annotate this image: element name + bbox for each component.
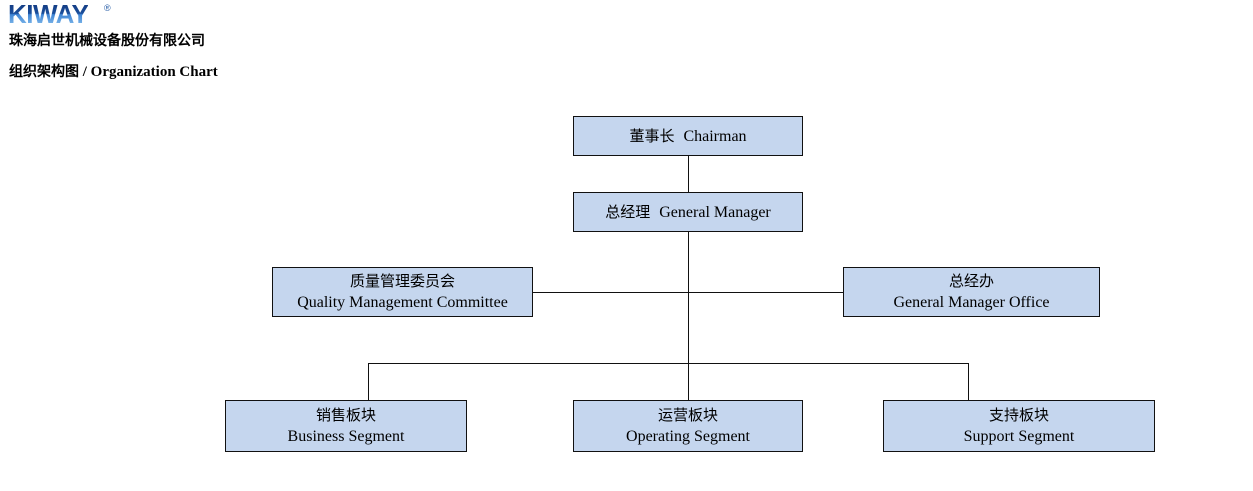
connector-gm-trunk (688, 232, 689, 363)
org-node-gmo-label-cn: 总经办 (948, 272, 994, 290)
page-header: KIWAY ® 珠海启世机械设备股份有限公司 组织架构图 / Organizat… (0, 0, 1253, 95)
org-node-general-manager-label-en: General Manager (659, 203, 771, 221)
org-node-qmc-label-en: Quality Management Committee (297, 294, 508, 311)
connector-drop-support-segment (968, 363, 969, 400)
org-node-quality-management-committee[interactable]: 质量管理委员会 Quality Management Committee (272, 267, 533, 317)
connector-qmc-to-trunk (533, 292, 688, 293)
page-title-separator: / (82, 64, 87, 80)
org-node-support-segment-label-cn: 支持板块 (988, 406, 1049, 424)
org-node-business-segment[interactable]: 销售板块 Business Segment (225, 400, 467, 452)
org-node-gmo-label-en: General Manager Office (893, 294, 1050, 311)
org-node-general-manager-office[interactable]: 总经办 General Manager Office (843, 267, 1100, 317)
org-node-qmc-label-cn: 质量管理委员会 (349, 272, 455, 290)
org-node-business-segment-label-en: Business Segment (287, 428, 405, 445)
connector-segment-distribution-bar (368, 363, 969, 364)
org-node-operating-segment[interactable]: 运营板块 Operating Segment (573, 400, 803, 452)
org-node-general-manager[interactable]: 总经理 General Manager (573, 192, 803, 232)
org-node-general-manager-label-cn: 总经理 (605, 202, 651, 221)
org-node-chairman[interactable]: 董事长 Chairman (573, 116, 803, 156)
org-node-support-segment-label-en: Support Segment (963, 428, 1075, 445)
org-node-business-segment-label-cn: 销售板块 (315, 406, 376, 424)
page-title-en: Organization Chart (90, 64, 218, 80)
org-node-support-segment[interactable]: 支持板块 Support Segment (883, 400, 1155, 452)
page-title: 组织架构图 / Organization Chart (9, 63, 218, 81)
connector-chairman-to-gm (688, 156, 689, 192)
kiway-logo: KIWAY (8, 0, 89, 29)
org-node-chairman-label-en: Chairman (683, 127, 747, 145)
org-node-operating-segment-label-cn: 运营板块 (657, 406, 718, 424)
company-name: 珠海启世机械设备股份有限公司 (9, 33, 205, 49)
org-node-chairman-label-cn: 董事长 (629, 126, 675, 145)
registered-trademark-icon: ® (104, 3, 111, 13)
page-title-cn: 组织架构图 (9, 64, 79, 80)
connector-gmo-to-trunk (688, 292, 843, 293)
connector-drop-operating-segment (688, 363, 689, 400)
connector-drop-business-segment (368, 363, 369, 400)
org-node-operating-segment-label-en: Operating Segment (626, 428, 750, 445)
